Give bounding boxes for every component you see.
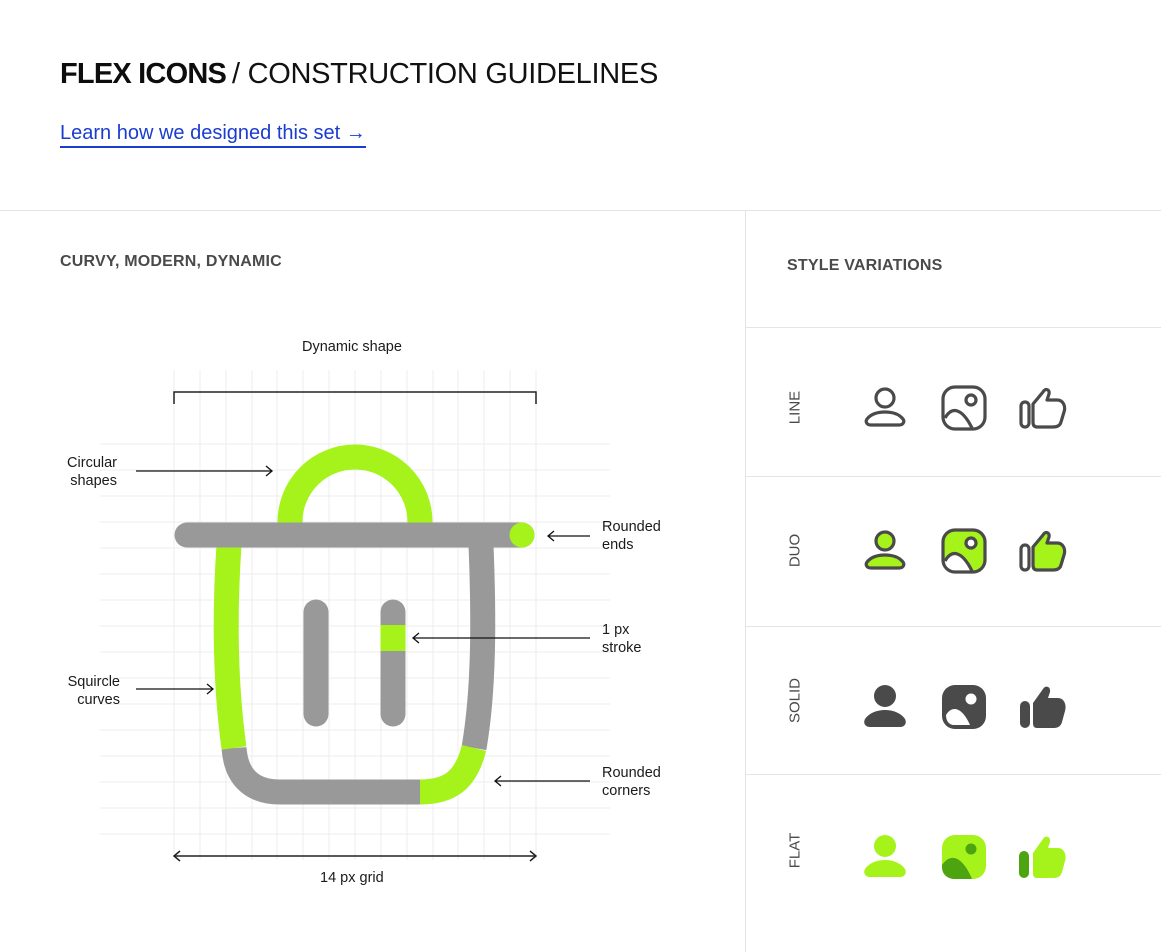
- row-label: DUO: [786, 533, 804, 568]
- user-icon: [864, 530, 906, 570]
- thumbs-up-icon: [1020, 686, 1066, 728]
- annotation-arrows: [136, 465, 590, 787]
- page-header: FLEX ICONS/CONSTRUCTION GUIDELINES Learn…: [0, 0, 1161, 211]
- dynamic-shape-label: Dynamic shape: [302, 339, 402, 355]
- row-divider: [746, 626, 1161, 627]
- rounded-ends-label: Rounded ends: [602, 519, 661, 553]
- trash-bin-icon: [174, 444, 535, 805]
- construction-diagram: [100, 370, 610, 862]
- squircle-curves-label: Squircle curves: [67, 674, 120, 708]
- row-label: LINE: [786, 390, 804, 425]
- row-label: FLAT: [786, 832, 804, 869]
- learn-more-link[interactable]: Learn how we designed this set →: [60, 121, 366, 148]
- image-icon: [941, 385, 987, 431]
- title-separator: /: [232, 58, 240, 90]
- grid-width-arrow: [172, 850, 538, 862]
- dynamic-shape-bracket: [173, 391, 537, 404]
- circular-shapes-label: Circular shapes: [67, 455, 117, 489]
- panel-divider: [745, 211, 746, 952]
- brand-name: FLEX ICONS: [60, 58, 227, 90]
- thumbs-up-icon: [1019, 387, 1067, 429]
- image-icon: [942, 685, 986, 729]
- page-title: FLEX ICONS/CONSTRUCTION GUIDELINES: [60, 56, 658, 92]
- construction-section-title: CURVY, MODERN, DYNAMIC: [60, 253, 282, 270]
- user-icon: [864, 387, 906, 427]
- image-icon: [941, 528, 987, 574]
- row-divider: [746, 476, 1161, 477]
- stroke-width-label: 1 px stroke: [602, 622, 642, 656]
- user-icon: [864, 685, 906, 727]
- grid-size-label: 14 px grid: [320, 870, 384, 886]
- row-label: SOLID: [786, 678, 804, 724]
- header-divider: [0, 210, 1161, 211]
- rounded-corners-label: Rounded corners: [602, 765, 661, 799]
- row-divider: [746, 774, 1161, 775]
- thumbs-up-icon: [1019, 836, 1066, 878]
- image-icon: [942, 835, 986, 879]
- thumbs-up-icon: [1019, 530, 1067, 572]
- row-divider: [746, 327, 1161, 328]
- style-variations-title: STYLE VARIATIONS: [787, 257, 943, 274]
- page-subtitle: CONSTRUCTION GUIDELINES: [247, 58, 659, 90]
- user-icon: [864, 835, 906, 877]
